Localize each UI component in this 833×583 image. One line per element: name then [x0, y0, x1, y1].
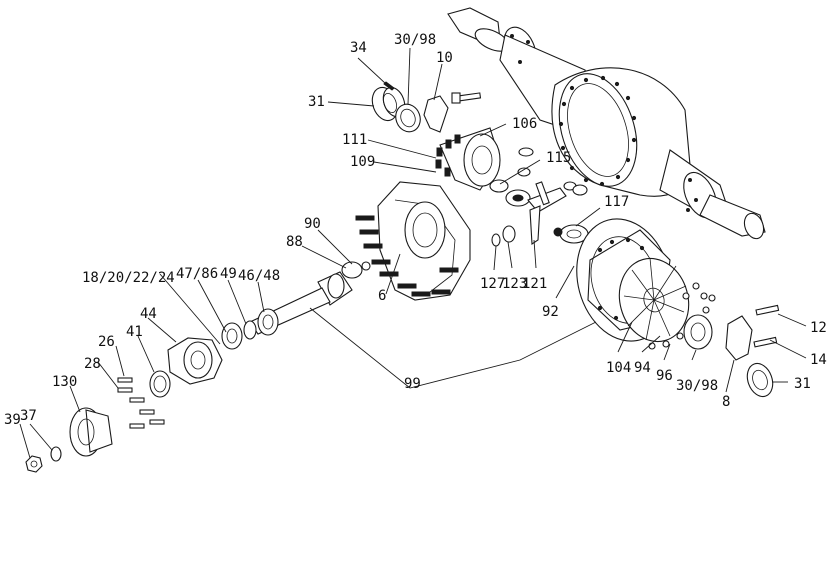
washer-37: [50, 446, 62, 462]
label-127: 127: [480, 276, 505, 292]
label-44: 44: [140, 306, 157, 322]
label-31-bottom: 31: [794, 376, 811, 392]
yoke-130: [69, 407, 113, 457]
label-31-top: 31: [308, 94, 325, 110]
flange-44: [167, 337, 223, 385]
label-88: 88: [286, 234, 303, 250]
label-6: 6: [378, 288, 386, 304]
label-94: 94: [634, 360, 651, 376]
label-123: 123: [502, 276, 527, 292]
label-47-86: 47/86: [176, 266, 218, 282]
label-90: 90: [304, 216, 321, 232]
label-96: 96: [656, 368, 673, 384]
side-gear: [505, 189, 531, 207]
label-30-98-top: 30/98: [394, 32, 436, 48]
label-104: 104: [606, 360, 631, 376]
bolt-14: [753, 336, 778, 348]
carrier-housing-6: [355, 181, 471, 301]
cap-10: [423, 95, 449, 133]
bearing-46-48: [257, 308, 279, 336]
label-106: 106: [512, 116, 537, 132]
label-109: 109: [350, 154, 375, 170]
label-117: 117: [604, 194, 629, 210]
label-12: 12: [810, 320, 827, 336]
label-34: 34: [350, 40, 367, 56]
spider-cross: [527, 181, 567, 245]
label-46-48: 46/48: [238, 268, 280, 284]
label-41: 41: [126, 324, 143, 340]
label-49: 49: [220, 266, 237, 282]
label-10: 10: [436, 50, 453, 66]
spacer-47-86: [221, 322, 243, 350]
gear-117: [553, 224, 589, 244]
label-99: 99: [404, 376, 421, 392]
label-121: 121: [522, 276, 547, 292]
label-28: 28: [84, 356, 101, 372]
label-115: 115: [546, 150, 571, 166]
crown-wheel-104: [618, 257, 690, 343]
diff-case-106: [435, 127, 501, 191]
ring-41: [149, 370, 171, 398]
label-130: 130: [52, 374, 77, 390]
seal-30-98-bottom: [683, 314, 713, 350]
label-14: 14: [810, 352, 827, 368]
label-18-20-22-24: 18/20/22/24: [82, 270, 175, 286]
label-37: 37: [20, 408, 37, 424]
label-26: 26: [98, 334, 115, 350]
label-92: 92: [542, 304, 559, 320]
bolts-26-28: [117, 377, 165, 429]
seal-30-98-top: [395, 103, 421, 133]
label-39: 39: [4, 412, 21, 428]
label-111: 111: [342, 132, 367, 148]
cap-8: [725, 315, 753, 361]
axle-housing: [447, 7, 766, 240]
label-8: 8: [722, 394, 730, 410]
bolt-top: [451, 92, 482, 104]
label-30-98-bottom: 30/98: [676, 378, 718, 394]
washers-127-123: [491, 225, 516, 247]
bearing-31-bottom: [746, 362, 774, 398]
nut-39: [25, 455, 43, 473]
bearing-90-88: [341, 261, 371, 279]
washer-115: [489, 147, 588, 196]
bolt-12: [755, 304, 780, 316]
leader-lines: [19, 47, 807, 459]
part-labels: 34 30/98 10 31 106 111 109 115 90 88 117…: [4, 32, 827, 428]
seal-49: [243, 320, 257, 340]
